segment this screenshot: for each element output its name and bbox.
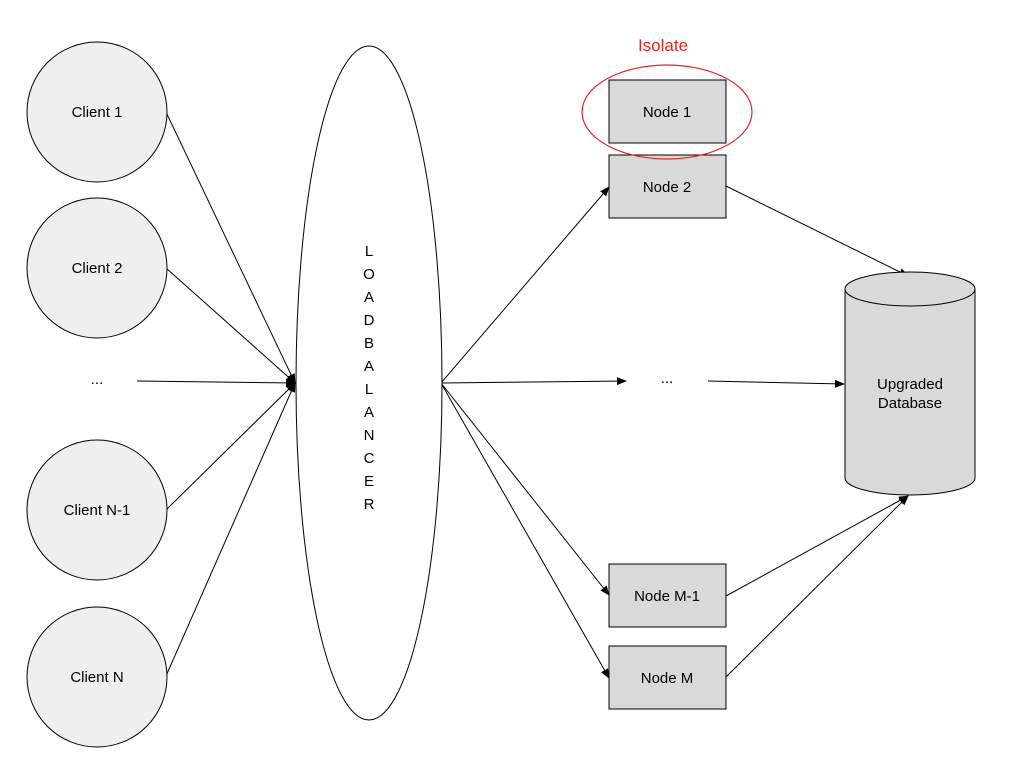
client-n: Client N <box>26 606 168 748</box>
lb-letter: E <box>364 473 374 490</box>
node-m-label: Node M <box>641 670 694 687</box>
client-1-label: Client 1 <box>72 104 123 121</box>
lb-to-node-arrows <box>440 186 627 679</box>
arrow-db-from-ellipsis <box>707 379 845 388</box>
lb-letter: D <box>364 312 375 329</box>
node-1: Node 1 <box>608 79 727 144</box>
arrow-client-2 <box>165 267 296 384</box>
client-2: Client 2 <box>26 197 168 339</box>
node-m: Node M <box>608 645 727 710</box>
isolate-ellipse <box>581 64 753 160</box>
lb-letter: A <box>364 358 374 375</box>
load-balancer: L O A D B A L A N C E R <box>295 45 443 721</box>
client-1-circle <box>26 41 168 183</box>
clients-ellipsis: ... <box>91 371 104 388</box>
arrow-db-from-node-2 <box>725 185 909 277</box>
client-n-1-circle <box>26 439 168 581</box>
arrow-client-ellipsis <box>136 378 296 387</box>
node-to-db-arrows <box>707 185 909 678</box>
lb-letter: R <box>364 496 375 513</box>
arrow-node-m-1 <box>440 382 610 596</box>
arrow-client-n-1 <box>165 382 296 511</box>
load-balancer-label: L O A D B A L A N C E R <box>363 243 375 513</box>
arrow-node-2 <box>440 186 610 384</box>
node-1-box <box>608 79 727 144</box>
client-n-label: Client N <box>70 669 123 686</box>
arrow-db-from-node-m-1 <box>725 495 909 597</box>
node-m-1-box <box>608 563 727 628</box>
node-m-1: Node M-1 <box>608 563 727 628</box>
client-1: Client 1 <box>26 41 168 183</box>
arrow-node-ellipsis <box>440 377 627 386</box>
database-body <box>844 289 976 496</box>
isolate-label: Isolate <box>638 36 688 55</box>
node-1-label: Node 1 <box>643 104 691 121</box>
client-2-label: Client 2 <box>72 260 123 277</box>
arrow-client-1 <box>165 111 296 384</box>
lb-letter: B <box>364 335 374 352</box>
load-balancer-ellipse <box>295 45 443 721</box>
lb-letter: L <box>365 243 373 260</box>
lb-letter: N <box>364 427 375 444</box>
node-2: Node 2 <box>608 154 727 219</box>
node-2-box <box>608 154 727 219</box>
client-n-circle <box>26 606 168 748</box>
arrow-client-n <box>165 382 296 677</box>
lb-letter: O <box>363 266 375 283</box>
client-2-circle <box>26 197 168 339</box>
database-top <box>844 271 976 307</box>
arrow-node-m <box>440 382 610 679</box>
client-n-1-label: Client N-1 <box>64 502 131 519</box>
lb-letter: A <box>364 289 374 306</box>
client-to-lb-arrows <box>136 111 296 677</box>
database-label-line2: Database <box>878 395 942 412</box>
lb-letter: L <box>365 381 373 398</box>
nodes-ellipsis: ... <box>661 370 674 387</box>
isolate-highlight: Isolate <box>581 36 753 160</box>
upgraded-database: Upgraded Database <box>844 271 976 496</box>
client-n-1: Client N-1 <box>26 439 168 581</box>
database-label-line1: Upgraded <box>877 376 943 393</box>
node-2-label: Node 2 <box>643 179 691 196</box>
arrow-db-from-node-m <box>725 495 909 678</box>
node-m-1-label: Node M-1 <box>634 588 700 605</box>
lb-letter: C <box>364 450 375 467</box>
node-m-box <box>608 645 727 710</box>
lb-letter: A <box>364 404 374 421</box>
